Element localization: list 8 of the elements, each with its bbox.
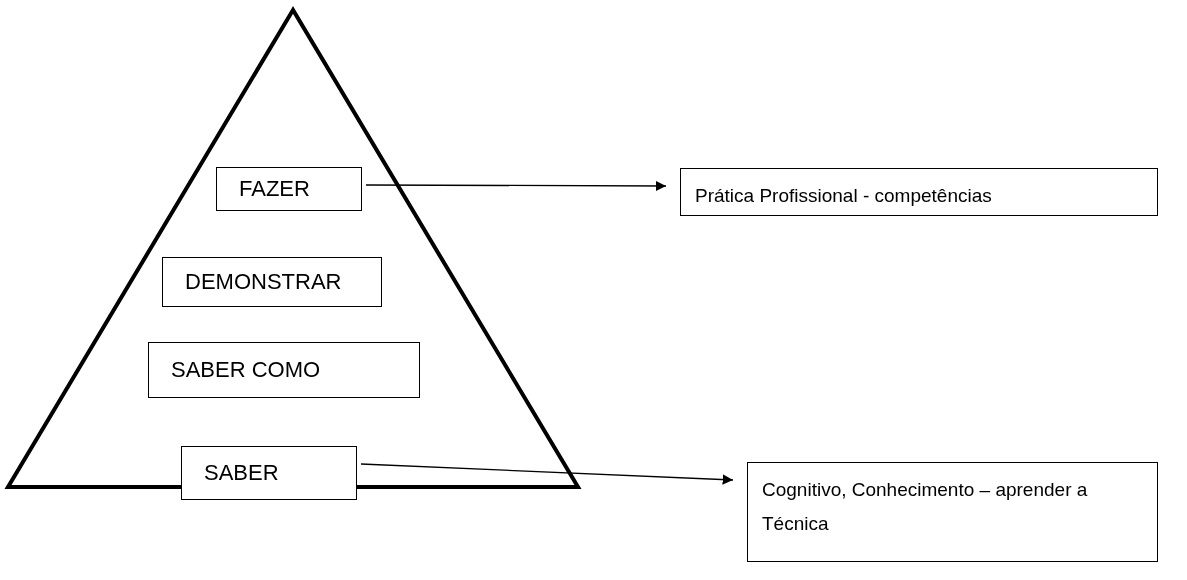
- level-box: SABER: [181, 446, 357, 500]
- level-box: DEMONSTRAR: [162, 257, 382, 307]
- level-box: SABER COMO: [148, 342, 420, 398]
- arrow: [360, 463, 734, 485]
- description-box: Cognitivo, Conhecimento – aprender a Técnica: [747, 462, 1158, 562]
- description-box: Prática Profissional - competências: [680, 168, 1158, 216]
- arrow: [365, 180, 667, 192]
- level-box: FAZER: [216, 167, 362, 211]
